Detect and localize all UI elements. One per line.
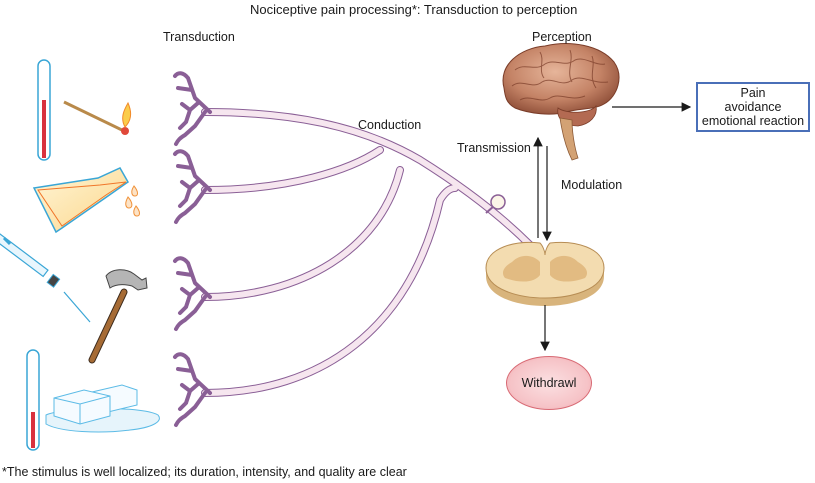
withdrawal-reflex-node: Withdrawl <box>506 356 592 410</box>
nerve-ending-4 <box>173 352 212 427</box>
nerve-ending-1 <box>173 71 212 146</box>
outcome-line-pain: Pain <box>740 86 766 100</box>
brain <box>502 43 620 161</box>
droplets-icon <box>125 185 140 217</box>
withdrawal-label: Withdrawl <box>521 376 577 390</box>
label-conduction: Conduction <box>358 118 422 132</box>
pain-outcome-box: Pain avoidance emotional reaction <box>696 82 810 132</box>
arrows <box>533 102 692 352</box>
spinal-cord <box>485 241 605 306</box>
flask-icon <box>32 167 129 234</box>
dorsal-root-ganglion <box>485 194 506 214</box>
syringe-icon <box>0 231 91 323</box>
ice-cubes-icon <box>45 384 160 433</box>
thermometer-cold-icon <box>26 349 40 451</box>
label-modulation: Modulation <box>561 178 623 192</box>
diagram-title: Nociceptive pain processing*: Transducti… <box>250 2 578 17</box>
outcome-line-avoidance: avoidance <box>724 100 782 114</box>
lit-match-icon <box>63 100 132 135</box>
footnote: *The stimulus is well localized; its dur… <box>2 465 407 479</box>
label-transduction: Transduction <box>163 30 235 44</box>
label-perception: Perception <box>532 30 592 44</box>
thermometer-hot-icon <box>37 59 51 161</box>
outcome-line-emotional-reaction: emotional reaction <box>701 114 805 128</box>
nerve-ending-2 <box>173 149 212 224</box>
hammer-icon <box>88 269 148 364</box>
label-transmission: Transmission <box>457 141 531 155</box>
nerve-endings <box>173 71 212 427</box>
nerve-ending-3 <box>173 256 212 331</box>
nerve-fibers <box>201 108 534 397</box>
